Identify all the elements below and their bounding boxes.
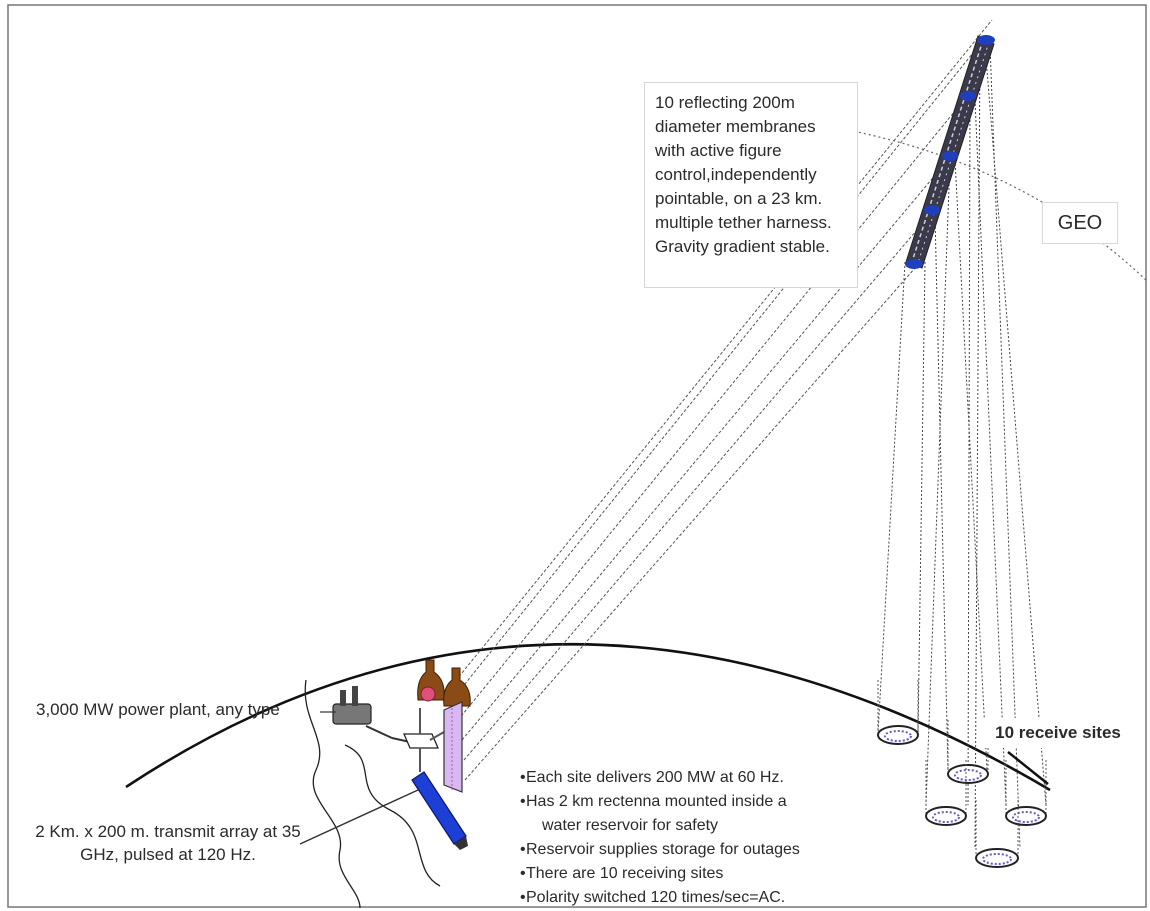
uplink-beam [464, 267, 916, 781]
harness-stripe [910, 39, 984, 266]
river-branch [344, 744, 441, 887]
harness-node [942, 151, 958, 161]
plant-building [332, 703, 372, 725]
array-leader-line [299, 789, 419, 845]
uplink-beam [463, 209, 935, 761]
tether-harness [905, 35, 995, 269]
receive-dish [877, 725, 919, 745]
receive-site [925, 760, 967, 826]
downlink-beam [984, 44, 1047, 806]
site-fact-item: water reservoir for safety [520, 814, 900, 838]
geo-label: GEO [1042, 202, 1118, 244]
plant-stack [352, 686, 358, 706]
downlink-beams [877, 44, 1047, 849]
transmit-array-label: 2 Km. x 200 m. transmit array at 35 GHz,… [35, 822, 301, 864]
receive-site [975, 800, 1019, 868]
downlink-beam [967, 99, 971, 806]
downlink-beam [877, 261, 906, 734]
converter [403, 708, 445, 772]
receive-sites-label: 10 receive sites [977, 718, 1139, 748]
pink-marker [420, 686, 436, 702]
site-fact-text: Polarity switched 120 times/sec=AC. [526, 889, 786, 906]
river-line [304, 679, 361, 909]
transmit-tube [411, 771, 468, 850]
uplink-beam [439, 19, 993, 701]
site-fact-item: •Polarity switched 120 times/sec=AC. [520, 886, 900, 910]
bullet-mark: • [520, 865, 526, 882]
harness-node [905, 259, 923, 269]
downlink-beam [989, 44, 1021, 849]
uplink-beam [461, 154, 953, 741]
harness-node [924, 205, 940, 215]
bottle [443, 667, 471, 707]
downlink-beam [934, 214, 949, 771]
receive-site [1005, 760, 1047, 826]
power-plant-label: 3,000 MW power plant, any type [36, 700, 280, 719]
downlink-beam [974, 44, 981, 849]
plant-stack [340, 690, 346, 706]
harness-node [960, 91, 976, 101]
tube-tip [454, 836, 468, 850]
bullet-mark: • [520, 889, 526, 906]
harness-node [977, 35, 995, 45]
downlink-beam [954, 159, 988, 771]
receive-sites [877, 680, 1047, 868]
site-fact-text: There are 10 receiving sites [526, 865, 724, 882]
bullet-mark: • [520, 793, 526, 810]
receive-dish [1005, 806, 1047, 826]
power-plant [332, 686, 411, 743]
downlink-beam [917, 261, 926, 734]
site-fact-text: Each site delivers 200 MW at 60 Hz. [526, 769, 784, 786]
receive-site [877, 680, 919, 745]
converter-box [403, 733, 439, 749]
site-fact-text: Has 2 km rectenna mounted inside a [526, 793, 787, 810]
earth-surface-arc [125, 643, 1051, 792]
site-fact-item: •There are 10 receiving sites [520, 862, 900, 886]
site-fact-text: water reservoir for safety [542, 817, 719, 834]
receive-dish [925, 806, 967, 826]
site-fact-item: •Has 2 km rectenna mounted inside a [520, 790, 900, 814]
receive-site [947, 720, 989, 784]
downlink-beam [974, 99, 1007, 806]
receive-leader-line [1007, 751, 1049, 785]
uplink-beams [439, 19, 993, 781]
site-fact-text: Reservoir supplies storage for outages [526, 841, 800, 858]
membrane-description-box: 10 reflecting 200m diameter membranes wi… [644, 82, 858, 288]
receive-dish [947, 764, 989, 784]
transmit-panel [443, 701, 463, 793]
uplink-beam [457, 94, 969, 721]
site-fact-item: •Each site delivers 200 MW at 60 Hz. [520, 766, 900, 790]
frame-border [7, 4, 1147, 908]
uplink-beam [451, 37, 986, 701]
downlink-beam [925, 159, 951, 806]
geo-orbit-arc [764, 117, 1149, 283]
bullet-mark: • [520, 769, 526, 786]
bullet-mark: • [520, 841, 526, 858]
storage-bottles [417, 659, 471, 707]
site-fact-item: •Reservoir supplies storage for outages [520, 838, 900, 862]
site-facts-list: •Each site delivers 200 MW at 60 Hz. •Ha… [520, 766, 900, 910]
